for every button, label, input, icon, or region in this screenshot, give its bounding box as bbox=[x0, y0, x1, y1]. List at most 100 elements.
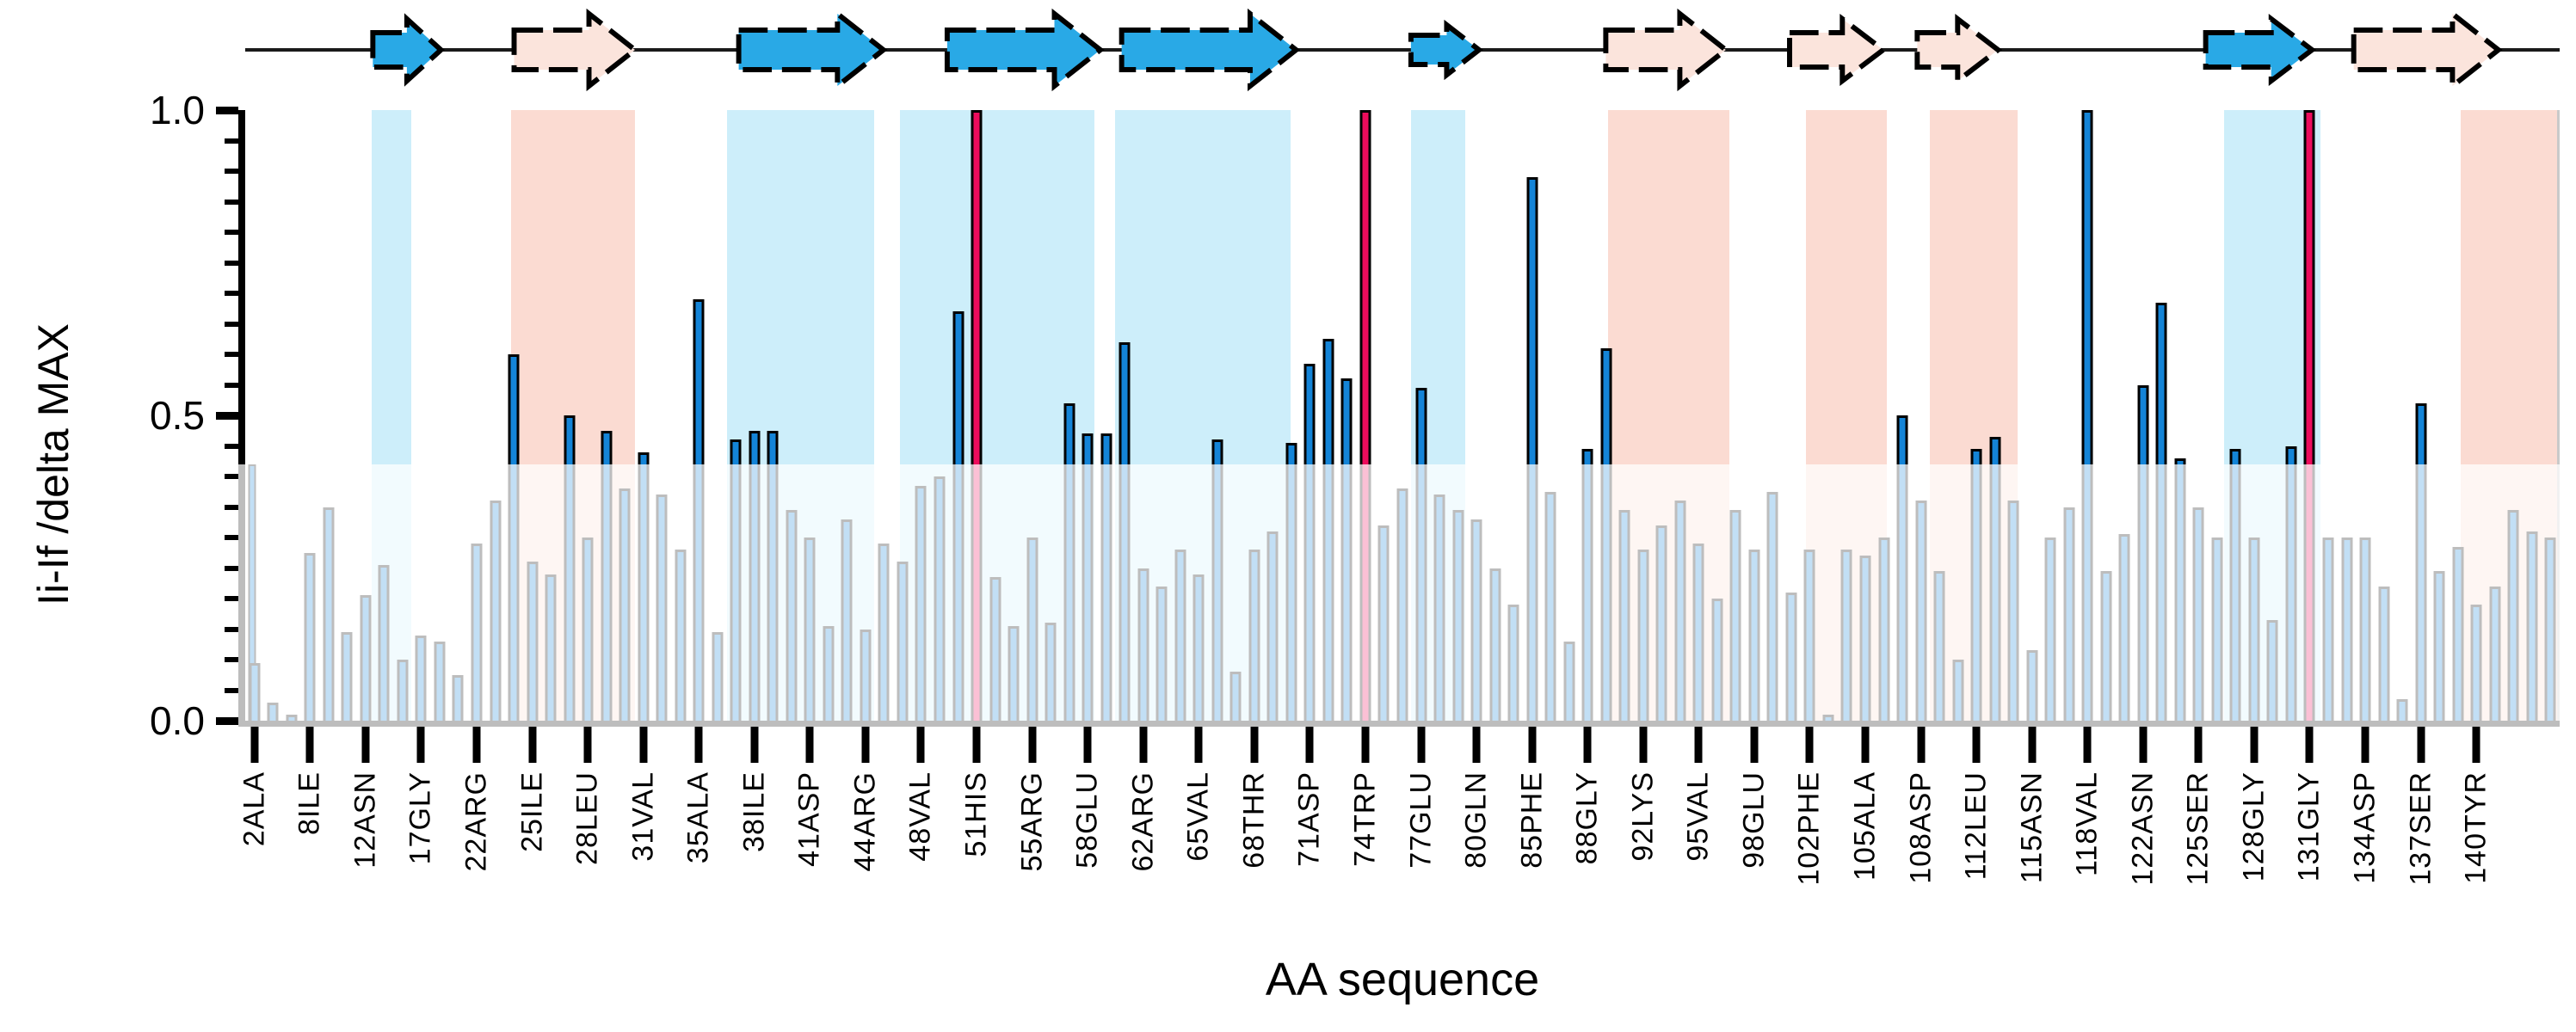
x-tick-128GLY bbox=[2250, 727, 2259, 763]
x-tick-label-28LEU: 28LEU bbox=[570, 771, 604, 865]
x-tick-label-95VAL: 95VAL bbox=[1681, 771, 1715, 862]
x-tick-label-2ALA: 2ALA bbox=[237, 771, 271, 847]
y-tick-label-0.5: 0.5 bbox=[150, 393, 205, 438]
x-tick-68THR bbox=[1250, 727, 1259, 763]
x-tick-31VAL bbox=[639, 727, 648, 763]
y-major-tick-0.0 bbox=[216, 716, 238, 725]
plot-area bbox=[237, 110, 2562, 727]
y-minor-tick bbox=[225, 352, 238, 357]
y-minor-tick bbox=[225, 596, 238, 601]
x-tick-label-8ILE: 8ILE bbox=[293, 771, 326, 835]
plot-right-border bbox=[2557, 110, 2560, 721]
x-tick-71ASP bbox=[1305, 727, 1314, 763]
y-minor-tick bbox=[225, 504, 238, 510]
x-tick-55ARG bbox=[1028, 727, 1037, 763]
x-tick-label-12ASN: 12ASN bbox=[348, 771, 382, 869]
x-tick-112LEU bbox=[1972, 727, 1981, 763]
x-tick-62ARG bbox=[1139, 727, 1148, 763]
y-minor-tick bbox=[225, 687, 238, 693]
x-tick-label-88GLY: 88GLY bbox=[1570, 771, 1604, 865]
beta-strand-arrow-pink-2 bbox=[511, 8, 639, 92]
x-tick-label-131GLY: 131GLY bbox=[2292, 771, 2326, 882]
x-tick-134ASP bbox=[2361, 727, 2370, 763]
x-tick-label-51HIS: 51HIS bbox=[959, 771, 993, 857]
x-tick-92LYS bbox=[1639, 727, 1648, 763]
beta-strand-arrow-blue-6 bbox=[1408, 19, 1483, 81]
x-tick-140TYR bbox=[2472, 727, 2480, 763]
x-tick-label-98GLU: 98GLU bbox=[1737, 771, 1771, 869]
y-major-tick-0.5 bbox=[216, 411, 238, 420]
y-axis-spine bbox=[238, 110, 245, 727]
x-tick-12ASN bbox=[361, 727, 370, 763]
x-tick-44ARG bbox=[861, 727, 870, 763]
x-tick-label-125SER: 125SER bbox=[2181, 771, 2215, 886]
y-minor-tick bbox=[225, 260, 238, 266]
y-axis-title: Ii-If /delta MAX bbox=[29, 323, 77, 605]
x-tick-65VAL bbox=[1194, 727, 1203, 763]
x-tick-label-134ASP: 134ASP bbox=[2348, 771, 2382, 884]
x-tick-85PHE bbox=[1528, 727, 1537, 763]
x-tick-label-115ASN: 115ASN bbox=[2015, 771, 2049, 884]
beta-strand-arrow-blue-10 bbox=[2203, 14, 2317, 86]
y-minor-tick bbox=[225, 474, 238, 479]
x-tick-label-74TRP: 74TRP bbox=[1348, 771, 1382, 867]
x-tick-80GLN bbox=[1472, 727, 1481, 763]
y-minor-tick bbox=[225, 443, 238, 449]
x-tick-label-137SER: 137SER bbox=[2404, 771, 2437, 886]
x-tick-2ALA bbox=[250, 727, 259, 763]
beta-strand-arrow-pink-8 bbox=[1787, 14, 1888, 86]
x-tick-125SER bbox=[2194, 727, 2203, 763]
x-tick-25ILE bbox=[528, 727, 537, 763]
y-minor-tick bbox=[225, 657, 238, 662]
x-tick-label-31VAL: 31VAL bbox=[626, 771, 660, 862]
x-tick-77GLU bbox=[1417, 727, 1426, 763]
y-minor-tick bbox=[225, 565, 238, 571]
x-tick-label-128GLY: 128GLY bbox=[2237, 771, 2271, 882]
x-tick-118VAL bbox=[2083, 727, 2092, 763]
x-tick-115ASN bbox=[2028, 727, 2037, 763]
x-tick-label-80GLN: 80GLN bbox=[1459, 771, 1493, 869]
x-tick-label-71ASP: 71ASP bbox=[1292, 771, 1326, 867]
x-tick-41ASP bbox=[805, 727, 814, 763]
x-tick-label-77GLU: 77GLU bbox=[1404, 771, 1438, 869]
x-tick-17GLY bbox=[416, 727, 425, 763]
y-minor-tick bbox=[225, 199, 238, 205]
beta-strand-arrow-blue-4 bbox=[944, 8, 1105, 92]
x-tick-label-35ALA: 35ALA bbox=[681, 771, 715, 864]
x-axis-title: AA sequence bbox=[1265, 954, 1540, 1005]
x-tick-74TRP bbox=[1361, 727, 1370, 763]
x-tick-38ILE bbox=[750, 727, 759, 763]
x-tick-label-44ARG: 44ARG bbox=[848, 771, 882, 872]
x-tick-label-108ASP: 108ASP bbox=[1904, 771, 1938, 884]
x-tick-58GLU bbox=[1083, 727, 1092, 763]
beta-strand-arrow-pink-9 bbox=[1914, 13, 2003, 87]
x-tick-28LEU bbox=[583, 727, 592, 763]
y-minor-tick bbox=[225, 291, 238, 296]
x-tick-label-48VAL: 48VAL bbox=[903, 771, 937, 862]
x-tick-48VAL bbox=[916, 727, 925, 763]
y-major-tick-1.0 bbox=[216, 106, 238, 114]
x-tick-label-25ILE: 25ILE bbox=[515, 771, 549, 852]
x-tick-122ASN bbox=[2139, 727, 2148, 763]
y-minor-tick bbox=[225, 626, 238, 632]
x-tick-51HIS bbox=[972, 727, 981, 763]
x-tick-35ALA bbox=[694, 727, 703, 763]
x-tick-label-17GLY: 17GLY bbox=[404, 771, 437, 865]
beta-strand-arrow-pink-11 bbox=[2351, 8, 2503, 92]
x-tick-label-58GLU: 58GLU bbox=[1070, 771, 1104, 869]
x-tick-label-85PHE: 85PHE bbox=[1515, 771, 1549, 869]
y-tick-label-1.0: 1.0 bbox=[150, 88, 205, 132]
x-tick-88GLY bbox=[1583, 727, 1592, 763]
x-tick-8ILE bbox=[305, 727, 314, 763]
secondary-structure-strip bbox=[245, 8, 2560, 92]
x-tick-label-68THR: 68THR bbox=[1237, 771, 1271, 869]
x-tick-108ASP bbox=[1917, 727, 1926, 763]
y-minor-tick bbox=[225, 382, 238, 388]
x-tick-label-55ARG: 55ARG bbox=[1015, 771, 1049, 872]
x-tick-102PHE bbox=[1805, 727, 1814, 763]
y-tick-label-0.0: 0.0 bbox=[150, 698, 205, 743]
x-tick-label-140TYR: 140TYR bbox=[2459, 771, 2493, 884]
beta-strand-arrow-blue-1 bbox=[370, 13, 445, 87]
x-tick-label-38ILE: 38ILE bbox=[737, 771, 771, 852]
